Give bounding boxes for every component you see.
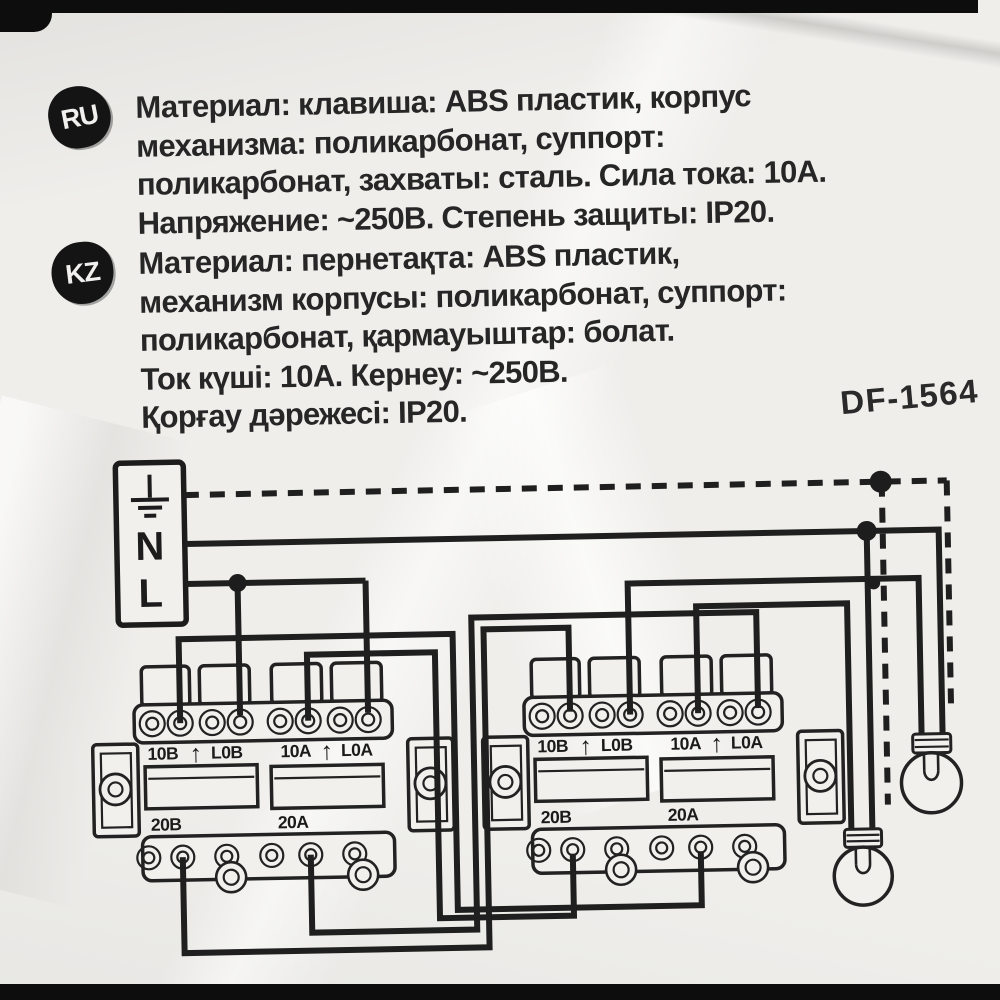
bottom-terminal-labels: 20B 20A [151,812,310,835]
terminal-label-10b: 10B [147,743,178,764]
neutral-wire-lamp1 [866,526,946,736]
live-drop-l0a [362,580,372,713]
wires [175,470,955,957]
supply-terminal-box: N L [112,459,189,629]
up-arrow-icon: ↑ [189,740,202,768]
lamp-1 [899,731,964,815]
terminal-label-20b: 20B [151,814,182,835]
mounting-claw-left [90,742,142,839]
terminal-label-l0a: L0A [341,739,374,760]
neutral-wire [184,527,867,548]
junction-dot-live [228,574,247,593]
terminal-label-20a: 20A [278,812,310,833]
bag-edge-top-corner [0,0,52,32]
junction-dot-ground [869,470,892,493]
bottom-terminal-labels: 20B 20A [541,804,700,827]
traveller-wire-4 [307,609,762,936]
terminal-label-20b: 20B [541,807,572,828]
terminal-label-10b: 10B [537,736,568,757]
ground-icon [130,474,169,518]
ground-wire-horizontal [183,477,947,499]
bag-edge-bottom [0,984,1000,1000]
terminal-label-10a: 10A [670,733,702,754]
lamp-2 [832,827,895,907]
ground-wire-drop-lamp1 [943,480,955,715]
lamp-filament [854,847,872,875]
junction-dot-small [867,576,881,590]
ground-wire-drop-lamp2 [878,481,891,805]
live-wire [185,577,366,588]
terminal-label-20a: 20A [668,804,700,825]
lamp-globe [832,845,895,907]
switched-wire-lamp2 [693,600,855,832]
top-terminal-labels: 10B ↑ L0B 10A ↑ L0A [147,737,374,768]
terminal-label-l0a: L0A [731,732,764,753]
up-arrow-icon: ↑ [579,732,592,760]
up-arrow-icon: ↑ [710,730,723,758]
lamp-base [842,827,884,849]
switch-mechanism-right: 10B ↑ L0B 10A ↑ L0A 20B 20A [480,653,846,887]
live-drop-l0b [234,582,244,716]
junction-dot-neutral [856,520,877,541]
rocker-slots [533,755,776,804]
top-terminal-housing [132,698,395,745]
switch-mechanism-left: 10B ↑ L0B 10A ↑ L0A 20B 20A [90,660,456,894]
lamp-globe [899,751,964,815]
neutral-terminal-label: N [135,524,165,569]
terminal-label-l0b: L0B [601,735,633,756]
lamp-base [911,731,953,755]
top-terminal-labels: 10B ↑ L0B 10A ↑ L0A [537,730,764,761]
terminal-label-l0b: L0B [211,742,243,763]
switched-wire-lamp1 [624,574,925,737]
rocker-slots [143,762,386,811]
bag-edge-top [0,0,978,13]
mounting-claw-left [480,734,531,832]
traveller-wire-2 [303,649,578,922]
bottom-terminal-screws [136,841,380,894]
line-terminal-label: L [138,571,163,615]
lamp-filament [922,753,940,782]
mounting-claw-right [405,736,456,833]
top-terminal-housing [522,691,785,738]
mounting-claw-right [795,728,846,825]
traveller-wire-3 [179,624,574,957]
up-arrow-icon: ↑ [320,737,333,765]
traveller-wire-1 [175,630,705,913]
terminal-label-10a: 10A [280,741,312,762]
